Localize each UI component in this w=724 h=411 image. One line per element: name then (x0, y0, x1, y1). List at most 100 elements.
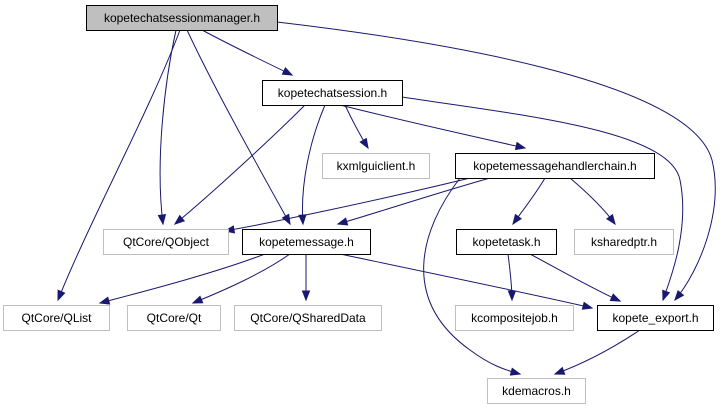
node-label: kopetechatsessionmanager.h (104, 11, 260, 25)
edge-line (554, 329, 641, 375)
edge-message-to-qlist (98, 253, 266, 305)
arrowhead-icon (298, 214, 307, 226)
edge-task-to-export (529, 253, 622, 302)
edge-line (339, 253, 593, 309)
node-kxmlguiclient: kxmlguiclient.h (322, 153, 430, 179)
node-label: kopete_export.h (612, 311, 698, 325)
node-qobject: QtCore/QObject (103, 229, 229, 255)
node-handlerchain[interactable]: kopetemessagehandlerchain.h (455, 153, 655, 179)
arrowhead-icon (301, 290, 311, 302)
edge-line (569, 177, 616, 225)
arrowhead-icon (281, 67, 294, 76)
node-label: kxmlguiclient.h (337, 159, 416, 173)
node-box (456, 229, 557, 255)
edge-line (192, 253, 291, 304)
edge-chatsession-to-kxmlguiclient (344, 104, 369, 150)
arrowhead-icon (98, 296, 111, 305)
node-task[interactable]: kopetetask.h (456, 229, 557, 255)
arrowhead-icon (662, 289, 671, 302)
edge-message-to-export (339, 253, 594, 310)
arrowhead-icon (157, 214, 167, 226)
node-label: kcompositejob.h (471, 311, 558, 325)
node-box (242, 229, 371, 255)
node-box (455, 153, 655, 179)
edge-message-to-qshareddata (301, 254, 311, 302)
nodes-layer: kopetechatsessionmanager.h kopetechatsess… (3, 5, 714, 404)
node-label: QtCore/QList (21, 311, 92, 325)
edge-line (57, 29, 181, 301)
node-ksharedptr: ksharedptr.h (574, 229, 674, 255)
node-box (3, 305, 110, 331)
edge-chatsession-to-handlerchain (339, 104, 527, 151)
node-qlist: QtCore/QList (3, 305, 110, 331)
edge-handlerchain-to-task (512, 177, 546, 226)
node-label: kopetetask.h (472, 235, 540, 249)
arrowhead-icon (509, 367, 522, 376)
edge-line (99, 253, 266, 304)
arrowhead-icon (512, 213, 522, 226)
edge-line (529, 253, 621, 302)
edges-layer (57, 21, 716, 376)
edge-line (276, 21, 716, 301)
arrowhead-icon (173, 214, 186, 225)
edge-handlerchain-to-ksharedptr (569, 177, 616, 226)
edge-handlerchain-to-message (336, 177, 491, 226)
node-qshareddata: QtCore/QSharedData (234, 305, 382, 331)
node-message[interactable]: kopetemessage.h (242, 229, 371, 255)
node-kcompositejob: kcompositejob.h (455, 305, 574, 331)
node-box (487, 378, 586, 404)
node-box (455, 305, 574, 331)
edge-line (186, 29, 291, 225)
node-box (234, 305, 382, 331)
arrowhead-icon (359, 137, 369, 150)
node-box (86, 5, 278, 31)
arrowhead-icon (581, 301, 594, 310)
node-label: QtCore/Qt (147, 311, 202, 325)
node-box (597, 305, 714, 331)
arrowhead-icon (507, 290, 517, 302)
node-label: kopetemessage.h (259, 235, 354, 249)
edge-line (302, 104, 326, 225)
node-label: kopetechatsession.h (278, 86, 387, 100)
node-chatsession[interactable]: kopetechatsession.h (262, 80, 403, 106)
edge-root-to-qlist (57, 29, 181, 302)
edge-line (201, 29, 293, 76)
edge-chatsession-to-message (298, 104, 326, 226)
node-qt: QtCore/Qt (127, 305, 221, 331)
node-label: kopetemessagehandlerchain.h (473, 159, 636, 173)
node-kdemacros: kdemacros.h (487, 378, 586, 404)
arrowhead-icon (57, 289, 66, 302)
arrowhead-icon (336, 217, 349, 226)
arrowhead-icon (609, 293, 622, 302)
edge-line (337, 177, 491, 225)
edge-root-to-chatsession (201, 29, 294, 76)
edge-root-to-message (186, 29, 291, 226)
node-label: QtCore/QObject (123, 235, 210, 249)
edge-chatsession-to-qobject (173, 104, 306, 225)
node-box (574, 229, 674, 255)
node-box (103, 229, 229, 255)
edge-line (224, 177, 471, 232)
edge-task-to-kcompositejob (507, 253, 517, 302)
node-label: ksharedptr.h (591, 235, 657, 249)
node-box (127, 305, 221, 331)
node-box (262, 80, 403, 106)
arrowhead-icon (606, 213, 616, 226)
arrowhead-icon (553, 366, 566, 375)
edge-line (401, 96, 684, 301)
edge-root-to-export (276, 21, 716, 302)
edge-line (339, 104, 526, 149)
arrowhead-icon (514, 141, 527, 151)
node-label: QtCore/QSharedData (250, 311, 366, 325)
edge-line (423, 177, 521, 375)
edge-chatsession-to-export (401, 96, 684, 302)
edge-root-to-qobject (157, 29, 177, 226)
edge-message-to-qt (191, 253, 291, 304)
edge-handlerchain-to-kdemacros (423, 177, 522, 376)
node-root[interactable]: kopetechatsessionmanager.h (86, 5, 278, 31)
node-export[interactable]: kopete_export.h (597, 305, 714, 331)
arrowhead-icon (191, 295, 204, 304)
arrowhead-icon (674, 289, 685, 302)
node-label: kdemacros.h (502, 384, 571, 398)
